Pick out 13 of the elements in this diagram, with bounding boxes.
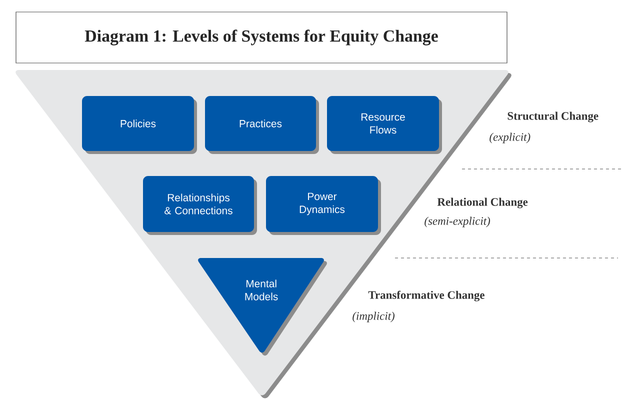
level-label: Transformative Change (368, 290, 484, 302)
title-box: Diagram 1: Levels of Systems for Equity Change (16, 12, 508, 64)
level-box: Relationships & Connections (143, 176, 257, 235)
triangle-box: Mental Models (198, 258, 327, 356)
level-label: (explicit) (490, 132, 530, 144)
level-box: Power Dynamics (266, 176, 381, 235)
level-box: Policies (82, 96, 197, 154)
level-label: Structural Change (508, 112, 598, 122)
level-label: (semi-explicit) (424, 216, 490, 228)
level-box: Practices (205, 96, 319, 154)
level-label: (implicit) (352, 312, 394, 322)
level-box: Resource Flows (327, 96, 442, 154)
level-label: Relational Change (437, 198, 528, 208)
